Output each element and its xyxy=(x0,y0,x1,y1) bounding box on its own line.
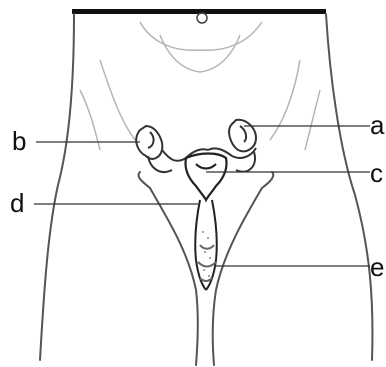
body-outline xyxy=(40,14,372,365)
pelvis-sketch xyxy=(80,13,320,150)
left-body-contour xyxy=(40,14,74,360)
right-ovary xyxy=(229,120,256,152)
left-ovary xyxy=(136,126,162,159)
left-groin-fold xyxy=(138,172,150,188)
vagina-right-wall xyxy=(206,200,217,290)
stipple-texture xyxy=(202,231,211,277)
uterus-cavity xyxy=(196,164,216,169)
label-a: a xyxy=(370,110,385,140)
leader-lines xyxy=(34,126,370,266)
uterus-body xyxy=(185,154,226,201)
right-ovary-detail xyxy=(240,126,246,142)
left-ovary-detail xyxy=(148,132,154,148)
right-tube-fimbriae xyxy=(236,152,255,172)
label-e: e xyxy=(370,252,384,282)
left-inner-thigh xyxy=(150,188,198,365)
right-body-contour xyxy=(326,14,372,360)
right-inner-thigh xyxy=(213,188,262,365)
label-b: b xyxy=(12,126,26,156)
ovaries xyxy=(136,120,256,159)
label-d: d xyxy=(10,188,24,218)
vagina xyxy=(195,200,217,290)
uterus xyxy=(185,154,226,201)
label-c: c xyxy=(370,158,383,188)
right-groin-fold xyxy=(262,172,273,188)
